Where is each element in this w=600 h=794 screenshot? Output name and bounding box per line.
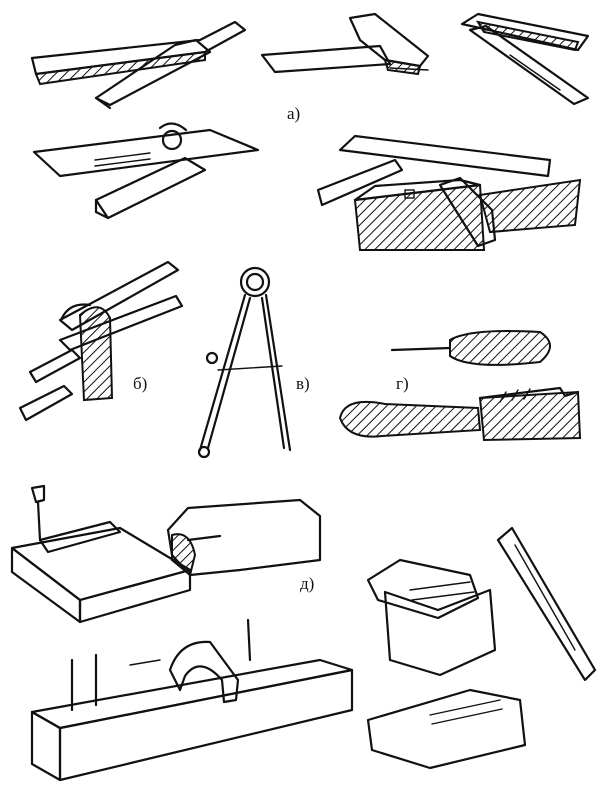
label-g: г) bbox=[396, 374, 409, 393]
combination-square-icon bbox=[260, 12, 430, 76]
bevel-gauge-icon bbox=[460, 12, 590, 106]
drilling-jig-icon bbox=[10, 484, 322, 624]
awl-icon bbox=[390, 330, 551, 366]
file-icon bbox=[338, 386, 582, 442]
mitre-square-icon bbox=[316, 134, 582, 251]
label-d: д) bbox=[300, 574, 314, 593]
try-square-icon bbox=[30, 20, 247, 110]
long-drilling-jig-icon bbox=[30, 618, 354, 782]
router-template-icon bbox=[366, 526, 597, 770]
dividers-icon bbox=[197, 266, 292, 459]
label-v: в) bbox=[296, 374, 310, 393]
marking-gauge-icon bbox=[18, 260, 184, 422]
label-a: а) bbox=[287, 104, 300, 123]
adjustable-square-icon bbox=[32, 122, 260, 220]
label-b: б) bbox=[133, 374, 147, 393]
